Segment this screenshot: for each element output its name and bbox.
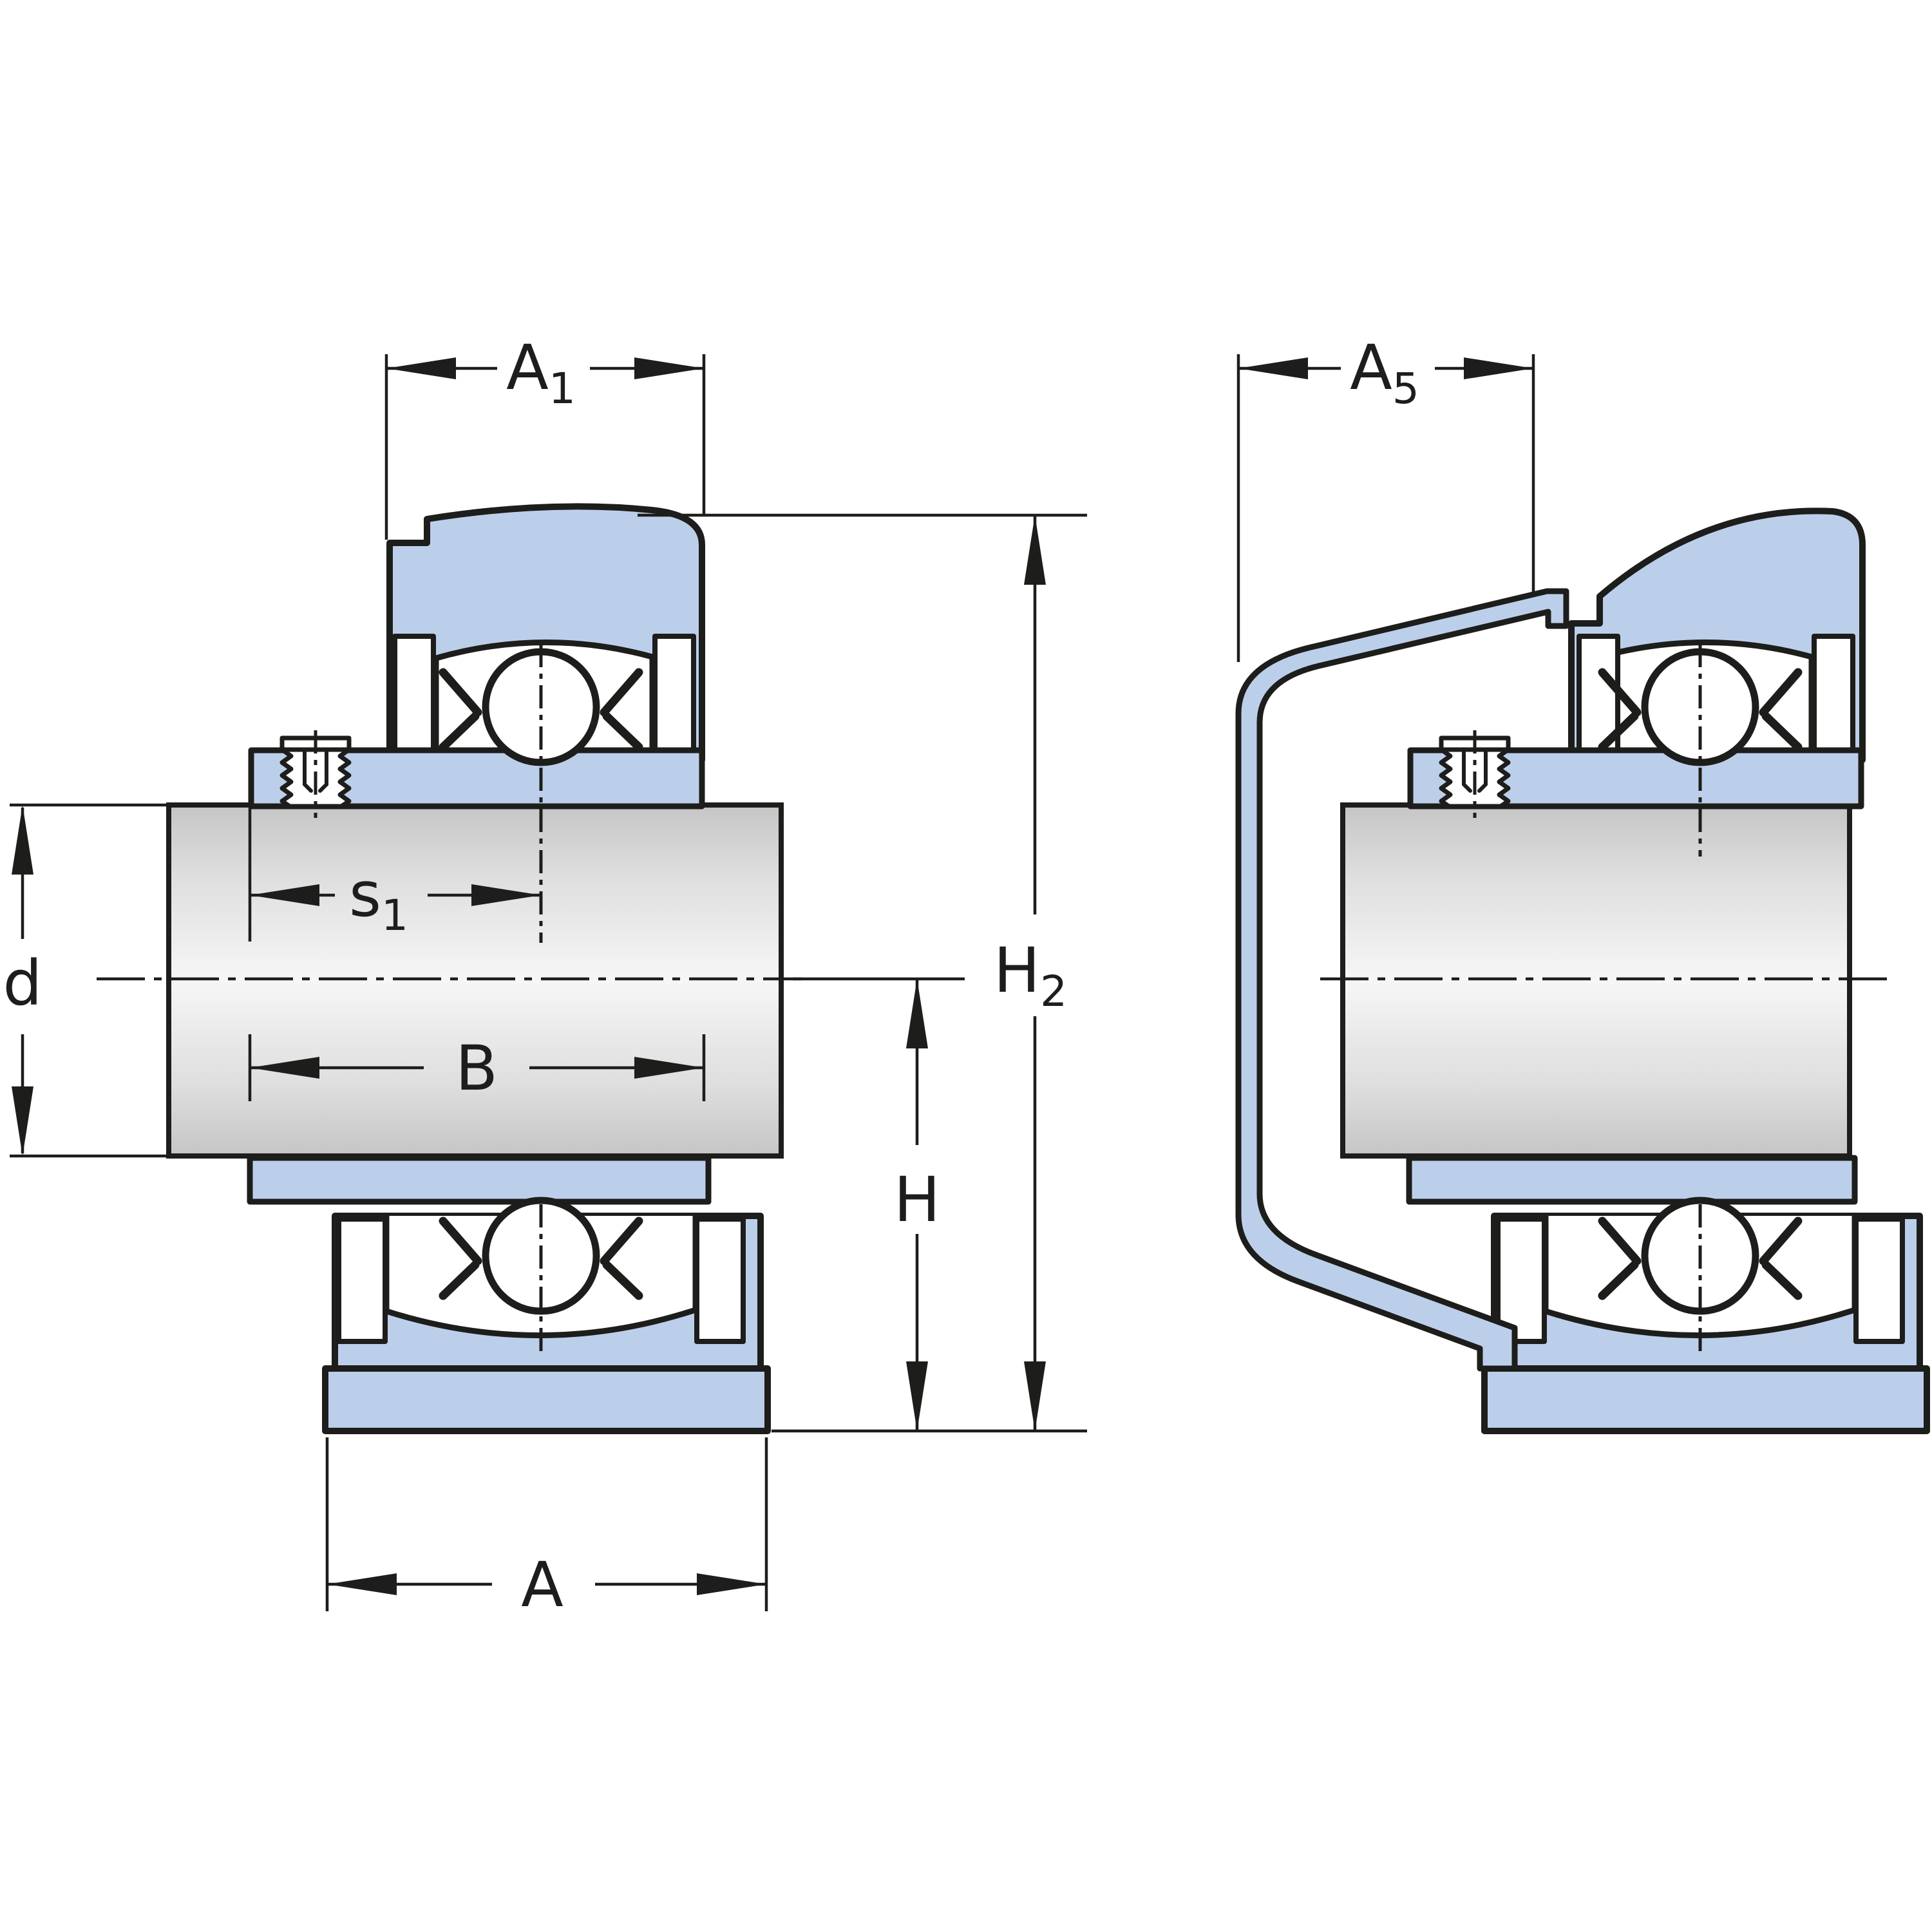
set-screw-socket xyxy=(303,750,328,793)
end-cover xyxy=(1235,588,1569,1372)
arrow-up-icon xyxy=(1024,515,1046,585)
seals-lower xyxy=(439,1217,643,1300)
arrow-right-icon xyxy=(634,357,704,379)
dimension-lines xyxy=(638,513,1087,1433)
set-screw-socket xyxy=(1462,750,1488,793)
arrow-left-icon xyxy=(250,884,319,906)
seals-upper xyxy=(1598,668,1803,752)
outer-ring-lower-right xyxy=(694,1217,746,1344)
arrow-right-icon xyxy=(1464,357,1533,379)
outer-ring-lower-left xyxy=(1495,1217,1547,1344)
seals-lower xyxy=(1598,1217,1803,1300)
dimension-lines xyxy=(10,803,265,1158)
outer-ring-lower-left xyxy=(336,1217,388,1344)
dimension-lines xyxy=(1236,354,1535,662)
dimension-B: B xyxy=(248,1032,706,1104)
arrow-left-icon xyxy=(386,357,456,379)
arrow-left-icon xyxy=(250,1057,319,1079)
housing-base xyxy=(322,1365,771,1434)
dimension-d: d xyxy=(3,803,265,1158)
set-screw xyxy=(1439,730,1511,818)
dimension-label-B: B xyxy=(455,1032,498,1104)
shaft xyxy=(1340,802,1852,1159)
arrow-up-icon xyxy=(12,805,33,875)
arrow-down-icon xyxy=(906,1361,928,1431)
dimension-H: H xyxy=(793,977,965,1431)
dimension-label-H: H xyxy=(894,1164,940,1236)
arrow-right-icon xyxy=(634,1057,704,1079)
outer-ring-right xyxy=(652,634,696,762)
outer-ring-left xyxy=(392,634,436,762)
locking-collar xyxy=(247,1155,712,1205)
dimension-lines xyxy=(384,354,706,540)
dimension-A5: A5 xyxy=(1236,332,1535,662)
seals-upper xyxy=(439,668,643,752)
outer-ring-right xyxy=(1812,634,1855,762)
dimension-label-A: A xyxy=(521,1549,564,1621)
arrow-left-icon xyxy=(327,1573,397,1595)
arrow-down-icon xyxy=(1024,1361,1046,1431)
dimension-label-A5: A5 xyxy=(1350,332,1419,413)
dimension-A: A xyxy=(325,1437,768,1621)
dimension-label-H2: H2 xyxy=(994,934,1067,1016)
dimension-label-A1: A1 xyxy=(506,332,576,413)
arrow-right-icon xyxy=(697,1573,766,1595)
dimension-lines xyxy=(325,1437,768,1611)
right-bearing-unit xyxy=(1235,507,1930,1434)
arrow-right-icon xyxy=(471,884,541,906)
dimensions: A1 A5 d s1 B xyxy=(3,332,1535,1621)
outer-ring-lower-right xyxy=(1853,1217,1905,1344)
set-screw xyxy=(279,730,352,818)
arrow-down-icon xyxy=(12,1086,33,1156)
dimension-label-s1: s1 xyxy=(349,858,408,940)
arrow-left-icon xyxy=(1238,357,1308,379)
dimension-H2: H2 xyxy=(638,513,1087,1433)
arrow-up-icon xyxy=(906,979,928,1048)
housing-base xyxy=(1481,1365,1930,1434)
left-bearing-unit xyxy=(97,503,802,1434)
locking-collar xyxy=(1406,1155,1858,1205)
dimension-label-d: d xyxy=(3,947,43,1019)
shaft xyxy=(166,802,784,1159)
dimension-s1: s1 xyxy=(248,796,541,942)
dimension-A1: A1 xyxy=(384,332,706,540)
